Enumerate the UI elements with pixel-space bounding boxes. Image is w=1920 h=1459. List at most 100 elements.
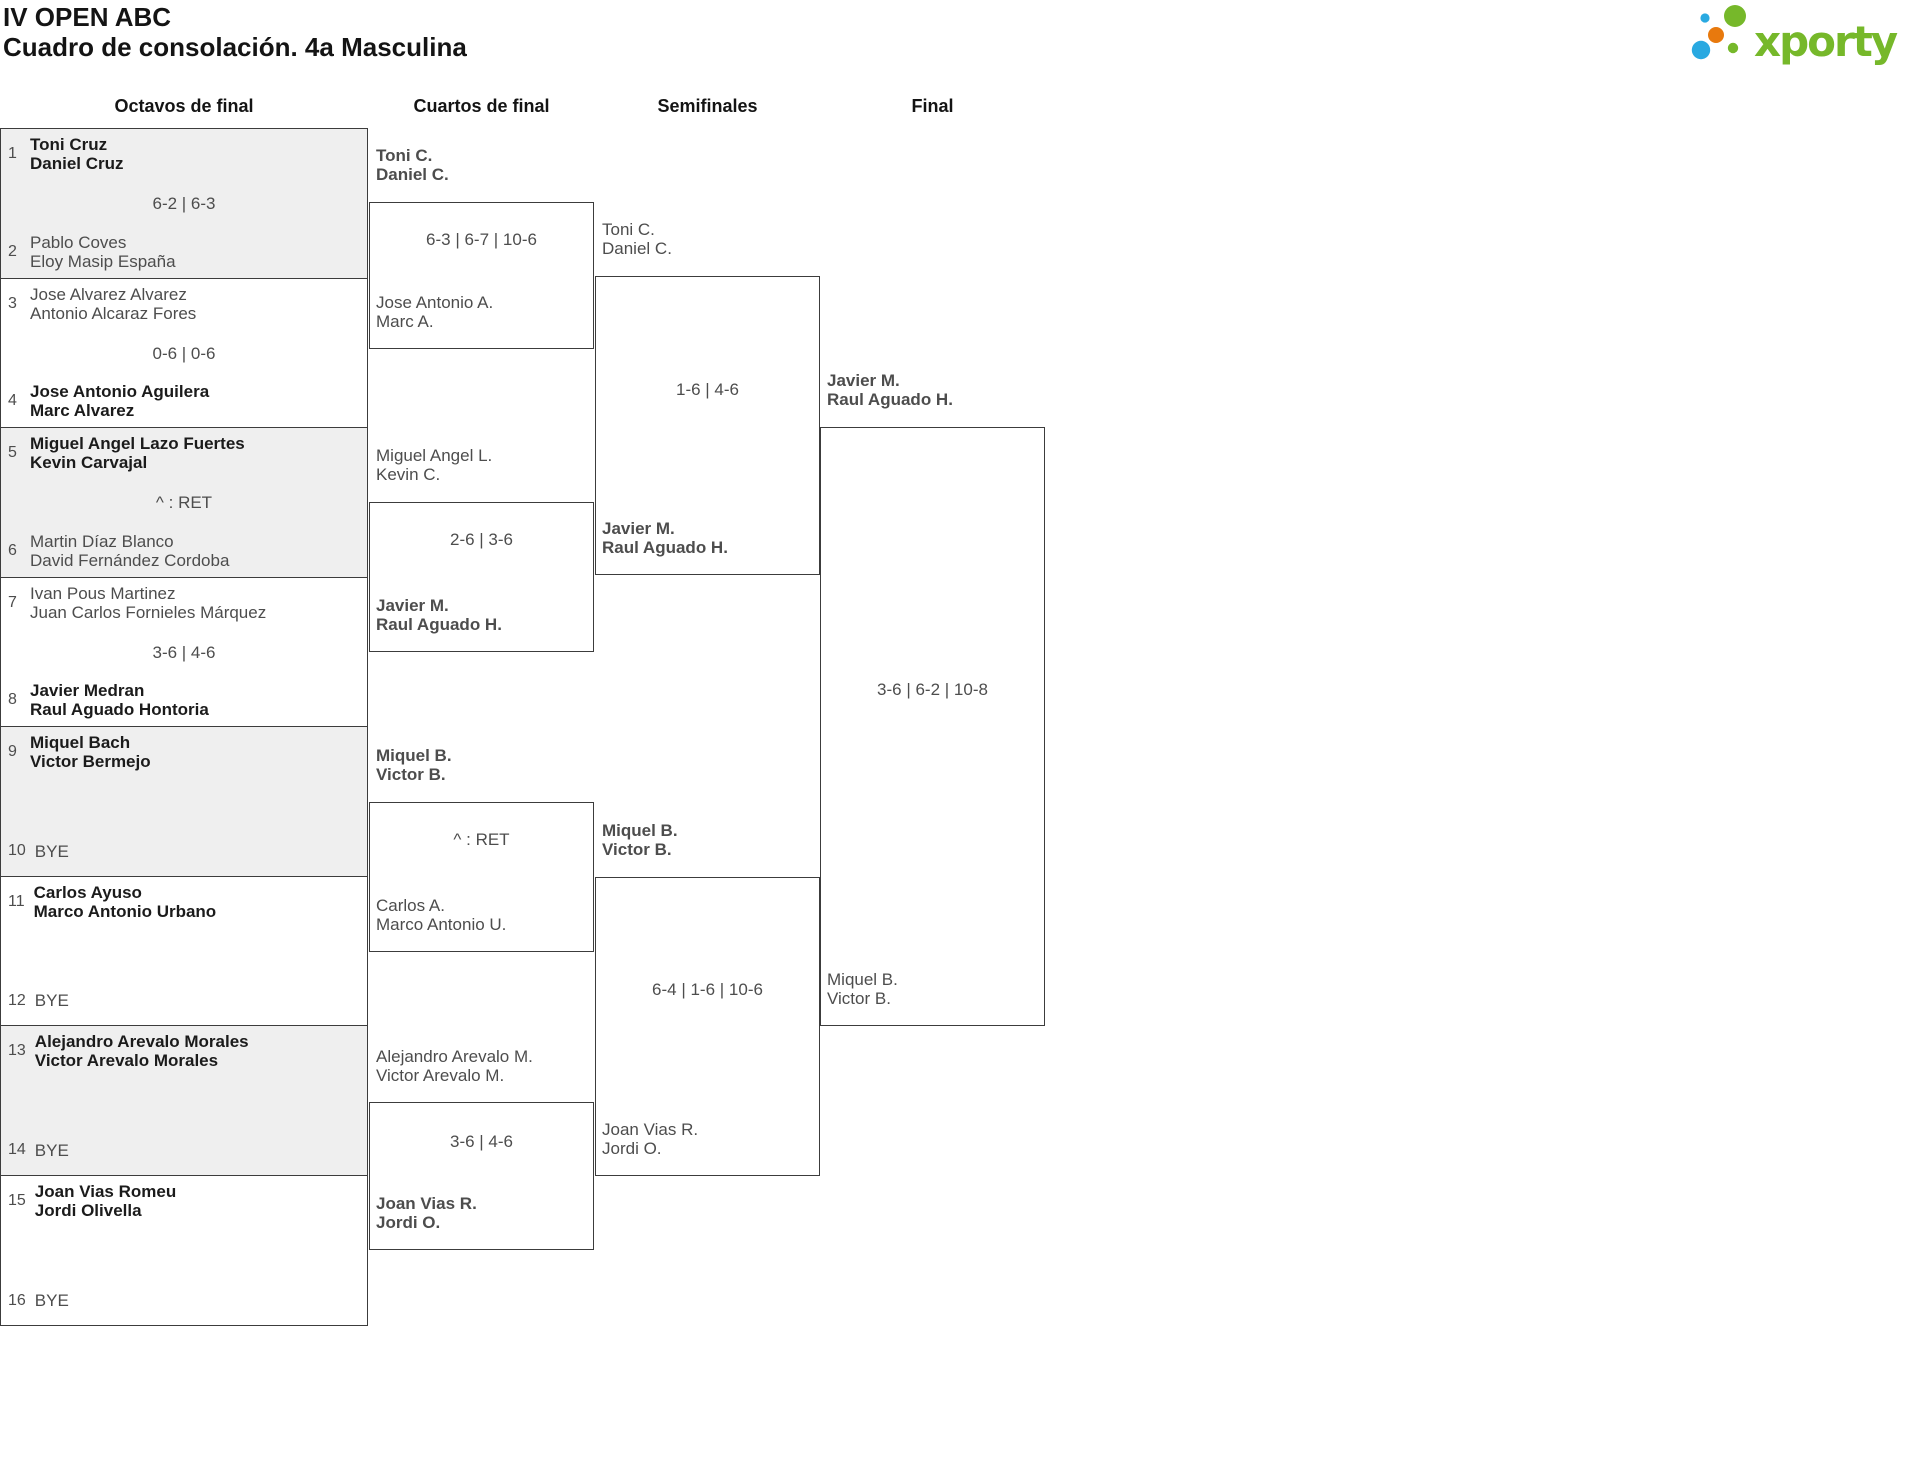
octavos-match-7: 13 Alejandro Arevalo Morales Victor Arev… [1, 1026, 367, 1176]
seed-number: 1 [8, 145, 17, 162]
logo-wordmark: xporty [1754, 17, 1898, 66]
cuartos-m1-score: 6-3 | 6-7 | 10-6 [426, 230, 537, 249]
seed-number: 10 [8, 842, 26, 859]
octavos-match-2: 3 Jose Alvarez Alvarez Antonio Alcaraz F… [1, 278, 367, 428]
semifinal-m2-team2: Joan Vias R. Jordi O. [602, 1120, 699, 1158]
team-slot-2: 2 Pablo Coves Eloy Masip España [8, 233, 176, 271]
semifinal-m1-score: 1-6 | 4-6 [675, 380, 739, 399]
cuartos-match-3-box [369, 802, 594, 952]
team-slot-10: 10 BYE [8, 842, 69, 861]
round-header-semifinales: Semifinales [657, 96, 758, 116]
seed-number: 3 [8, 294, 17, 312]
semifinal-match-1-box [595, 276, 820, 575]
semifinal-m1-team2: Javier M. Raul Aguado H. [602, 519, 728, 557]
page-title: IV OPEN ABC Cuadro de consolación. 4a Ma… [3, 2, 467, 62]
seed-number: 8 [8, 691, 17, 708]
cuartos-m2-team1: Miguel Angel L. Kevin C. [376, 446, 493, 484]
seed-number: 4 [8, 392, 17, 409]
cuartos-match-2-box [369, 502, 594, 652]
team-slot-1: 1 Toni Cruz Daniel Cruz [8, 135, 124, 173]
bye-label: BYE [34, 991, 69, 1010]
xporty-logo: xporty [1691, 5, 1900, 66]
logo-dot-orange [1708, 27, 1724, 43]
team-name-winner: Carlos Ayuso Marco Antonio Urbano [33, 882, 217, 921]
octavos-match-6: 11 Carlos Ayuso Marco Antonio Urbano 12 … [1, 876, 367, 1026]
seed-number: 12 [8, 991, 26, 1009]
team-slot-12: 12 BYE [8, 991, 69, 1010]
cuartos-m3-team1: Miquel B. Victor B. [376, 746, 452, 784]
team-name-winner: Javier Medran Raul Aguado Hontoria [30, 681, 209, 719]
team-slot-4: 4 Jose Antonio Aguilera Marc Alvarez [8, 382, 209, 420]
logo-dot-blue-small [1700, 13, 1710, 23]
logo-dot-green-small [1727, 42, 1739, 54]
cuartos-match-4-box [369, 1102, 594, 1250]
team-slot-14: 14 BYE [8, 1141, 69, 1160]
cuartos-m2-score: 2-6 | 3-6 [449, 530, 513, 549]
team-name-winner: Jose Antonio Aguilera Marc Alvarez [30, 382, 210, 420]
match-score: 3-6 | 4-6 [152, 642, 216, 662]
team-slot-15: 15 Joan Vias Romeu Jordi Olivella [8, 1182, 176, 1220]
team-slot-8: 8 Javier Medran Raul Aguado Hontoria [8, 681, 209, 719]
seed-number: 13 [8, 1042, 26, 1059]
cuartos-m4-team2: Joan Vias R. Jordi O. [376, 1194, 477, 1232]
team-name-winner: Alejandro Arevalo Morales Victor Arevalo… [34, 1032, 249, 1070]
team-name: Ivan Pous Martinez Juan Carlos Fornieles… [30, 583, 267, 622]
team-slot-9: 9 Miquel Bach Victor Bermejo [8, 733, 151, 771]
semifinal-match-2-box [595, 877, 820, 1176]
team-name-winner: Toni Cruz Daniel Cruz [30, 135, 124, 173]
cuartos-m3-score: ^ : RET [453, 830, 510, 849]
semifinal-m1-team1: Toni C. Daniel C. [602, 220, 672, 258]
bye-label: BYE [34, 841, 69, 861]
bye-label: BYE [34, 1140, 69, 1160]
team-name-winner: Miquel Bach Victor Bermejo [30, 733, 151, 771]
logo-dot-blue-large [1691, 40, 1711, 60]
round-header-cuartos: Cuartos de final [413, 96, 550, 116]
match-score: 6-2 | 6-3 [152, 194, 216, 214]
team-slot-3: 3 Jose Alvarez Alvarez Antonio Alcaraz F… [8, 285, 196, 323]
cuartos-m4-team1: Alejandro Arevalo M. Victor Arevalo M. [376, 1047, 533, 1085]
octavos-match-4: 7 Ivan Pous Martinez Juan Carlos Forniel… [1, 577, 367, 727]
team-slot-5: 5 Miguel Angel Lazo Fuertes Kevin Carvaj… [8, 434, 245, 472]
team-name: Jose Alvarez Alvarez Antonio Alcaraz For… [30, 284, 197, 323]
bracket-subtitle: Cuadro de consolación. 4a Masculina [3, 32, 467, 62]
octavos-column: 1 Toni Cruz Daniel Cruz 6-2 | 6-3 2 Pabl… [0, 128, 368, 1326]
cuartos-m3-team2: Carlos A. Marco Antonio U. [376, 896, 507, 934]
round-header-octavos: Octavos de final [114, 96, 254, 116]
bye-label: BYE [34, 1291, 69, 1310]
semifinal-m2-score: 6-4 | 1-6 | 10-6 [652, 980, 763, 999]
octavos-match-1: 1 Toni Cruz Daniel Cruz 6-2 | 6-3 2 Pabl… [1, 129, 367, 279]
cuartos-match-1-box [369, 202, 594, 349]
seed-number: 2 [8, 242, 17, 260]
tournament-name: IV OPEN ABC [3, 2, 172, 32]
seed-number: 9 [8, 743, 17, 760]
team-slot-16: 16 BYE [8, 1291, 69, 1310]
final-score: 3-6 | 6-2 | 10-8 [877, 680, 988, 699]
seed-number: 7 [8, 593, 17, 611]
team-name: Pablo Coves Eloy Masip España [30, 232, 176, 271]
octavos-match-8: 15 Joan Vias Romeu Jordi Olivella 16 BYE [1, 1175, 367, 1325]
team-slot-7: 7 Ivan Pous Martinez Juan Carlos Forniel… [8, 584, 266, 622]
octavos-match-3: 5 Miguel Angel Lazo Fuertes Kevin Carvaj… [1, 428, 367, 578]
semifinal-m2-team1: Miquel B. Victor B. [602, 821, 678, 859]
seed-number: 11 [8, 892, 25, 910]
final-match-box [820, 427, 1045, 1026]
cuartos-m4-score: 3-6 | 4-6 [449, 1132, 513, 1151]
team-name-winner: Miguel Angel Lazo Fuertes Kevin Carvajal [30, 434, 245, 472]
seed-number: 6 [8, 541, 17, 559]
seed-number: 5 [8, 444, 17, 461]
seed-number: 15 [8, 1191, 26, 1209]
team-name: Martin Díaz Blanco David Fernández Cordo… [30, 531, 230, 570]
match-score: ^ : RET [155, 493, 213, 513]
logo-dot-green-large [1724, 5, 1746, 27]
round-header-final: Final [911, 96, 954, 116]
team-slot-6: 6 Martin Díaz Blanco David Fernández Cor… [8, 532, 229, 570]
final-team1: Javier M. Raul Aguado H. [827, 371, 953, 409]
cuartos-m1-team2: Jose Antonio A. Marc A. [376, 293, 494, 331]
final-team2: Miquel B. Victor B. [827, 970, 898, 1008]
cuartos-m1-team1: Toni C. Daniel C. [376, 146, 449, 184]
octavos-match-5: 9 Miquel Bach Victor Bermejo 10 BYE [1, 727, 367, 877]
team-slot-13: 13 Alejandro Arevalo Morales Victor Arev… [8, 1032, 249, 1070]
seed-number: 14 [8, 1141, 26, 1158]
team-slot-11: 11 Carlos Ayuso Marco Antonio Urbano [8, 883, 216, 921]
